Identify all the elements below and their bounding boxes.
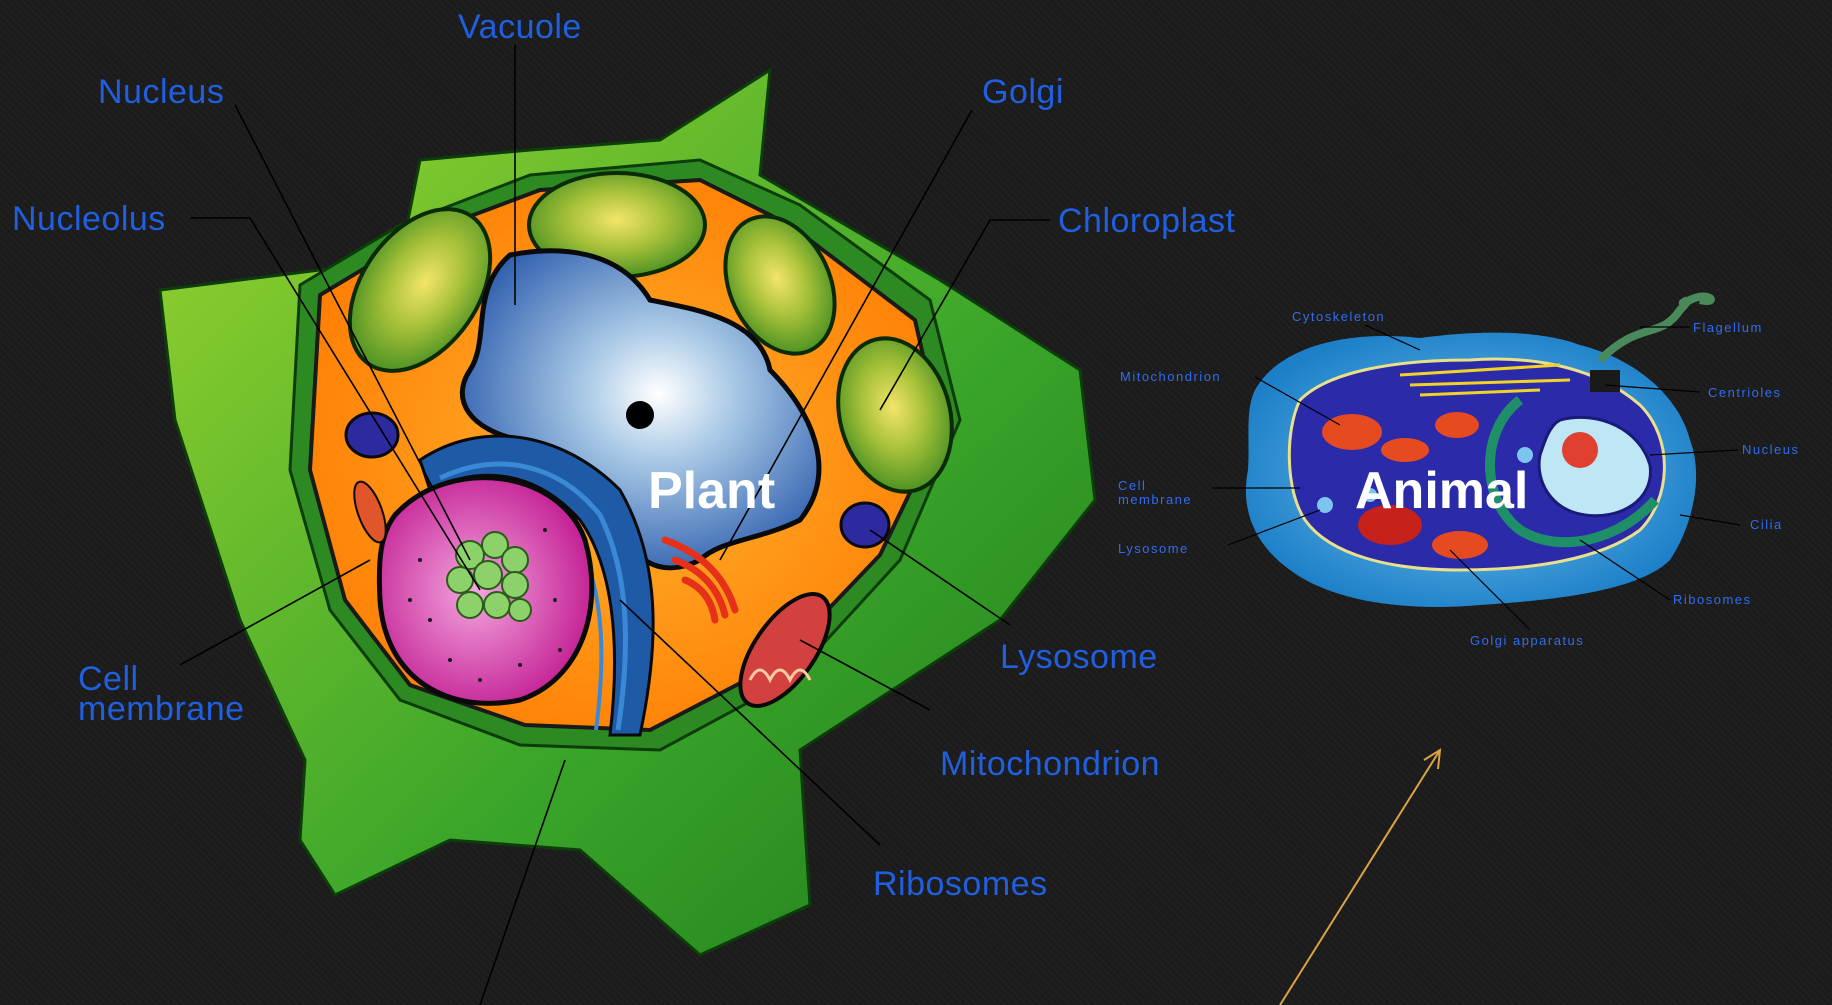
label-lysosome: Lysosome <box>1000 638 1158 676</box>
label-cell-membrane-line2: membrane <box>78 690 245 728</box>
label-nucleus-animal: Nucleus <box>1742 442 1799 457</box>
label-nucleolus: Nucleolus <box>12 200 166 238</box>
label-cytoskeleton: Cytoskeleton <box>1292 309 1385 324</box>
label-mitochondrion-animal: Mitochondrion <box>1120 369 1221 384</box>
animal-cell-illustration <box>1246 296 1711 606</box>
label-ribosomes-animal: Ribosomes <box>1673 592 1752 607</box>
label-golgi-apparatus: Golgi apparatus <box>1470 633 1584 648</box>
label-mitochondrion: Mitochondrion <box>940 745 1160 783</box>
label-ribosomes: Ribosomes <box>873 865 1048 903</box>
label-cell-membrane-animal-line2: membrane <box>1118 492 1192 507</box>
label-cilia: Cilia <box>1750 517 1783 532</box>
plant-title: Plant <box>648 462 775 520</box>
label-cell-membrane-animal-line1: Cell <box>1118 478 1146 493</box>
label-vacuole: Vacuole <box>458 8 582 46</box>
label-lysosome-animal: Lysosome <box>1118 541 1189 556</box>
pointer-arrow <box>1280 750 1440 1005</box>
label-golgi: Golgi <box>982 73 1064 111</box>
animal-title: Animal <box>1355 462 1528 520</box>
plant-cell-illustration <box>160 70 1095 955</box>
label-chloroplast: Chloroplast <box>1058 202 1236 240</box>
label-nucleus: Nucleus <box>98 73 224 111</box>
label-flagellum: Flagellum <box>1693 320 1763 335</box>
label-centrioles: Centrioles <box>1708 385 1782 400</box>
